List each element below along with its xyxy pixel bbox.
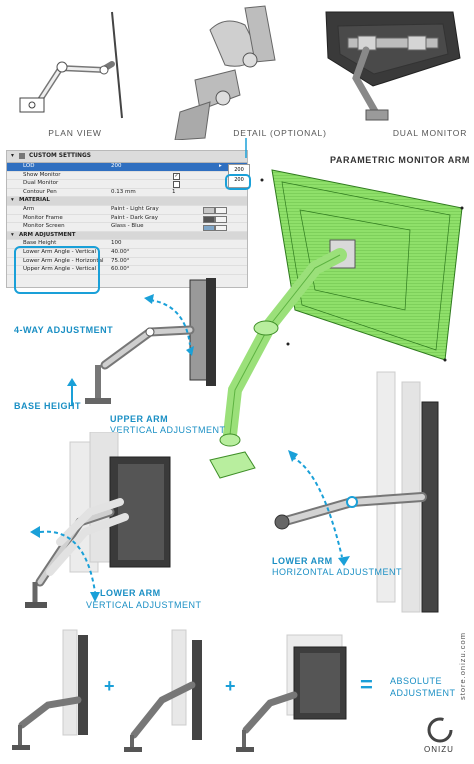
custom-settings-title: CUSTOM SETTINGS [29, 153, 91, 159]
material-picker[interactable] [215, 224, 227, 232]
lod-row[interactable]: LOD 200 ▸ [7, 163, 247, 172]
material-swatch[interactable] [203, 224, 215, 232]
dual-monitor-illustration [325, 11, 461, 121]
arm-adjustment-section-header[interactable]: ▾ ARM ADJUSTMENT [7, 231, 247, 241]
arm-row-label: Lower Arm Angle - Horizontal [23, 257, 104, 264]
absolute-adjustment-line2: ADJUSTMENT [390, 688, 456, 698]
lod-option[interactable]: 200 [234, 167, 244, 173]
sequence-step-1-illustration [12, 629, 88, 750]
material-label: Monitor Frame [23, 214, 63, 221]
arm-row-label: Upper Arm Angle - Vertical [23, 266, 97, 273]
main-title: PARAMETRIC MONITOR ARM [329, 155, 470, 165]
upper-arm-subtitle: VERTICAL ADJUSTMENT [110, 425, 226, 435]
lower-arm-vertical-illustration [25, 432, 171, 608]
plus-sign-2: + [225, 676, 236, 696]
material-picker[interactable] [215, 207, 227, 214]
lod-dropdown-icon[interactable]: ▸ [219, 163, 222, 169]
equals-sign: = [360, 672, 373, 697]
material-value[interactable]: Paint - Light Gray [111, 205, 159, 212]
lower-arm-horizontal-subtitle: HORIZONTAL ADJUSTMENT [272, 567, 403, 577]
arm-row-base-height[interactable]: Base Height 100 [7, 240, 247, 249]
collapse-icon[interactable]: ▾ [11, 153, 14, 159]
lod-option[interactable]: 200 [234, 177, 244, 183]
material-section-header[interactable]: ▾ MATERIAL [7, 197, 247, 206]
contour-pen-value[interactable]: 0.13 mm [111, 188, 136, 195]
detail-view-illustration [165, 0, 305, 140]
settings-panel: ▾ CUSTOM SETTINGS LOD 200 ▸ Show Monitor… [6, 150, 248, 288]
four-way-label: 4-WAY ADJUSTMENT [14, 325, 114, 335]
custom-settings-header[interactable]: ▾ CUSTOM SETTINGS [7, 151, 247, 163]
contour-pen-label: Contour Pen [23, 188, 57, 195]
onizu-logo-icon [427, 717, 453, 743]
collapse-icon[interactable]: ▾ [11, 197, 14, 204]
base-height-label: BASE HEIGHT [14, 401, 82, 411]
collapse-icon[interactable]: ▾ [11, 231, 14, 238]
base-height-arrow-icon [67, 378, 77, 406]
contour-pen-row[interactable]: Contour Pen 0.13 mm 1 [7, 189, 247, 198]
settings-icon [19, 153, 25, 159]
material-label: Arm [23, 205, 35, 212]
lower-arm-horizontal-illustration [274, 371, 439, 613]
show-monitor-label: Show Monitor [23, 171, 61, 178]
brand-url[interactable]: store.onizu.com [458, 632, 467, 700]
callout-connector [245, 138, 247, 158]
material-label: Monitor Screen [23, 223, 65, 230]
dual-monitor-label: Dual Monitor [23, 180, 59, 187]
arm-adjustment-title: ARM ADJUSTMENT [19, 231, 76, 238]
sequence-step-2-illustration [124, 629, 202, 752]
arm-row-value[interactable]: 100 [111, 240, 122, 247]
arm-row-upper-vertical[interactable]: Upper Arm Angle - Vertical 60.00° [7, 266, 247, 275]
show-monitor-checkbox[interactable]: ✓ [173, 172, 180, 180]
brand-name: ONIZU [424, 745, 454, 754]
arm-row-value[interactable]: 60.00° [111, 266, 130, 273]
detail-view-label: DETAIL (OPTIONAL) [233, 128, 327, 138]
material-row-frame[interactable]: Monitor Frame Paint - Dark Gray [7, 215, 247, 224]
material-value[interactable]: Paint - Dark Gray [111, 214, 159, 221]
sequence-step-3-illustration [236, 634, 347, 752]
lod-value[interactable]: 200 [111, 163, 122, 169]
plus-sign-1: + [104, 676, 115, 696]
show-monitor-row[interactable]: Show Monitor ✓ [7, 172, 247, 181]
lower-arm-vertical-title: LOWER ARM [100, 588, 161, 598]
plan-view-illustration [19, 11, 123, 119]
arm-row-label: Base Height [23, 240, 57, 247]
material-row-screen[interactable]: Monitor Screen Glass - Blue [7, 223, 247, 232]
lod-callout [225, 174, 251, 190]
material-value[interactable]: Glass - Blue [111, 223, 144, 230]
arm-row-lower-horizontal[interactable]: Lower Arm Angle - Horizontal 75.00° [7, 258, 247, 267]
arm-row-lower-vertical[interactable]: Lower Arm Angle - Vertical 40.00° [7, 249, 247, 258]
lod-label: LOD [23, 163, 35, 169]
material-row-arm[interactable]: Arm Paint - Light Gray [7, 206, 247, 215]
lower-arm-vertical-subtitle: VERTICAL ADJUSTMENT [86, 600, 202, 610]
four-way-illustration [85, 278, 216, 404]
arm-row-value[interactable]: 75.00° [111, 257, 130, 264]
upper-arm-title: UPPER ARM [110, 414, 169, 424]
dual-monitor-checkbox[interactable] [173, 181, 180, 189]
absolute-adjustment-line1: ABSOLUTE [390, 676, 443, 686]
green-arm-model [209, 169, 464, 479]
lower-arm-horizontal-title: LOWER ARM [272, 556, 333, 566]
material-title: MATERIAL [19, 197, 50, 204]
contour-pen-number[interactable]: 1 [172, 188, 176, 195]
arm-row-value[interactable]: 40.00° [111, 248, 130, 255]
dual-monitor-row[interactable]: Dual Monitor [7, 180, 247, 189]
plan-view-label: PLAN VIEW [48, 128, 102, 138]
arm-adjustment-callout [14, 246, 100, 294]
material-swatch[interactable] [203, 216, 215, 223]
arm-row-label: Lower Arm Angle - Vertical [23, 248, 96, 255]
material-picker[interactable] [215, 216, 227, 223]
material-swatch[interactable] [203, 207, 215, 214]
dual-monitor-label: DUAL MONITOR [392, 128, 468, 138]
